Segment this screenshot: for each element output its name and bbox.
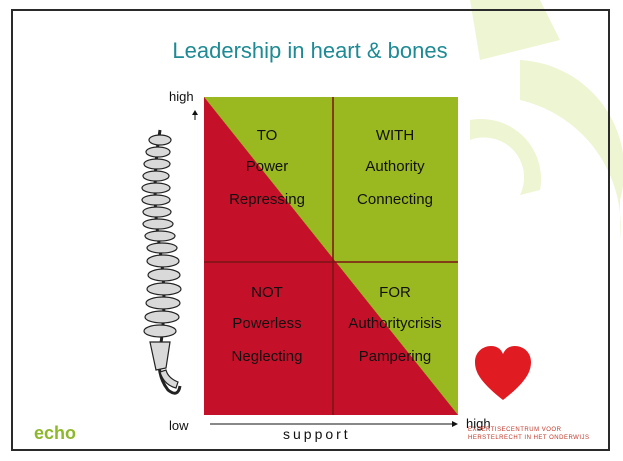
spine-icon	[141, 129, 182, 395]
quadrant-for: FOR Authoritycrisis Pampering	[334, 279, 456, 373]
slide-frame	[11, 9, 610, 451]
heart-icon	[475, 346, 531, 400]
quadrant-not-line1: Powerless	[232, 315, 302, 332]
quadrant-with: WITH Authority Connecting	[334, 122, 456, 216]
quadrant-not: NOT Powerless Neglecting	[206, 279, 328, 373]
echo-logo: echo	[34, 423, 77, 443]
quadrant-not-line2: Neglecting	[231, 348, 303, 365]
expertise-center-logo: EXPERTISECENTRUM VOOR HERSTELRECHT IN HE…	[468, 426, 590, 442]
quadrant-to: TO Power Repressing	[206, 122, 328, 216]
quadrant-for-head: FOR	[379, 284, 411, 301]
x-axis-arrowhead	[452, 421, 458, 427]
quadrant-with-line1: Authority	[365, 158, 425, 175]
quadrant-to-head: TO	[256, 127, 278, 144]
quadrant-for-line2: Pampering	[358, 348, 432, 365]
slide-title: Leadership in heart & bones	[172, 38, 448, 63]
org-line-1: EXPERTISECENTRUM VOOR	[468, 427, 562, 433]
quadrant-for-line1: Authoritycrisis	[348, 315, 442, 332]
quadrant-to-line1: Power	[245, 158, 289, 175]
x-axis-label: support	[283, 426, 351, 442]
quadrant-red-triangle	[204, 97, 458, 415]
quadrant-to-line2: Repressing	[229, 191, 305, 208]
y-axis-high-label: high	[169, 89, 194, 104]
quadrant-with-line2: Connecting	[357, 191, 433, 208]
quadrant-not-head: NOT	[251, 284, 283, 301]
y-axis-arrowhead	[192, 110, 198, 115]
x-axis-high-label: high	[466, 416, 491, 431]
quadrant-with-head: WITH	[375, 127, 415, 144]
y-axis-low-label: low	[169, 418, 189, 433]
org-line-2: HERSTELRECHT IN HET ONDERWIJS	[468, 435, 590, 441]
